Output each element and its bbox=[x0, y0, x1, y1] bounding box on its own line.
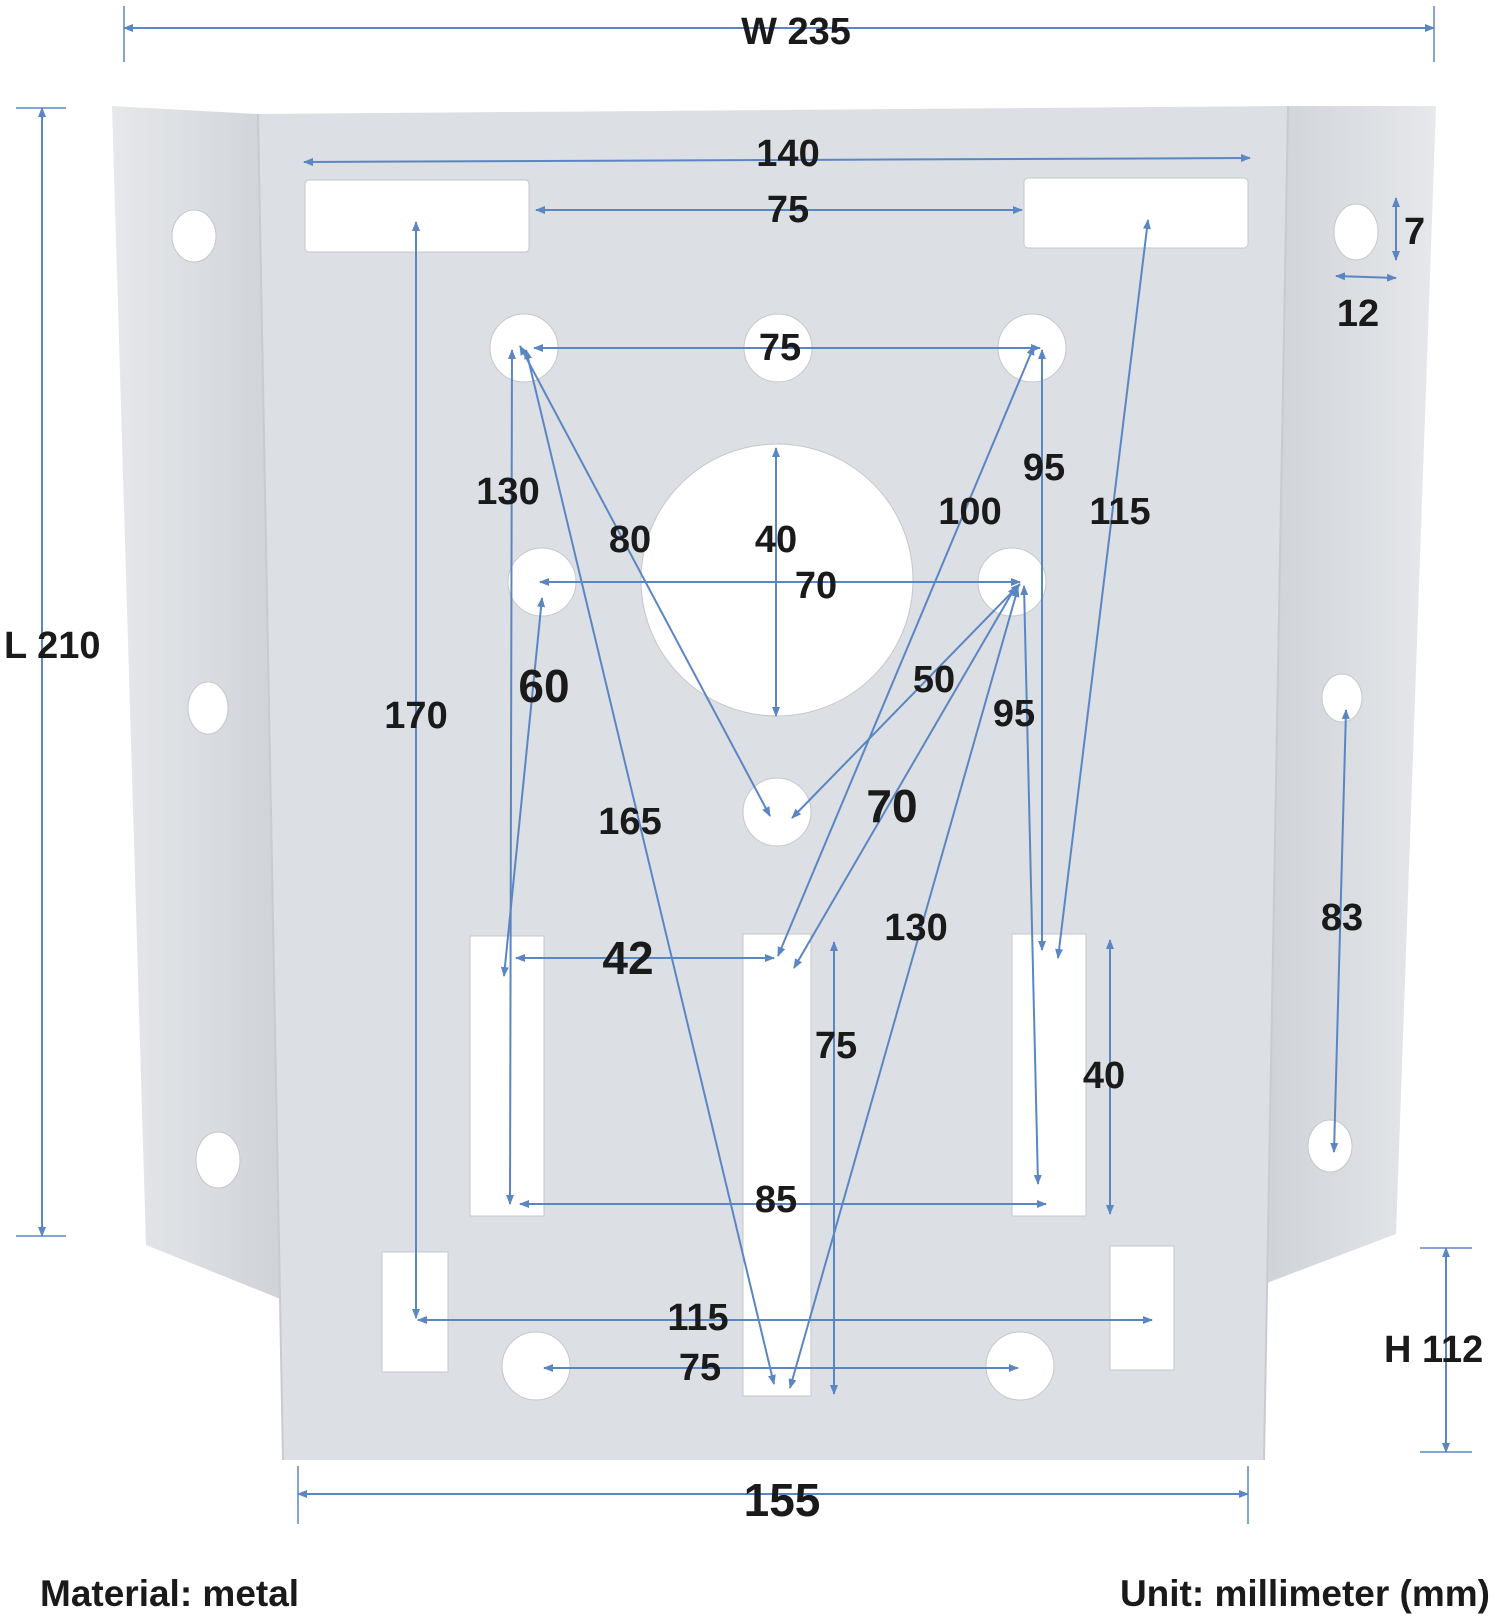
dim-bottom-hole-spacing: 75 bbox=[679, 1347, 721, 1389]
flange-hole bbox=[1333, 203, 1379, 261]
dimension-labels: W 235 L 210 H 112 140 75 7 12 75 130 80 … bbox=[4, 11, 1483, 1526]
dim-left-long: 170 bbox=[384, 695, 447, 737]
flange-hole bbox=[1307, 1119, 1353, 1173]
dim-length-total: L 210 bbox=[4, 625, 100, 667]
dim-top-slot-span: 140 bbox=[756, 133, 819, 175]
dim-slot-spacing-42: 42 bbox=[602, 932, 653, 984]
dimension-lines bbox=[16, 6, 1472, 1524]
dim-top-hole-spacing: 75 bbox=[759, 327, 801, 369]
mount-hole bbox=[985, 1331, 1055, 1401]
flange-hole bbox=[195, 1131, 241, 1189]
unit-note: Unit: millimeter (mm) bbox=[1119, 1573, 1490, 1614]
material-note: Material: metal bbox=[40, 1573, 300, 1614]
dim-width-total: W 235 bbox=[741, 11, 851, 53]
dim-slot-outer-span: 85 bbox=[755, 1179, 797, 1221]
dim-small-hole-width: 12 bbox=[1337, 293, 1379, 335]
dim-bottom-width: 155 bbox=[744, 1474, 821, 1526]
dim-slot-to-bottom-left: 130 bbox=[476, 471, 539, 513]
flange-hole bbox=[1321, 673, 1363, 723]
dim-mid-right-to-slot: 70 bbox=[866, 780, 917, 832]
left-slot bbox=[469, 935, 545, 1217]
dim-left-diag: 80 bbox=[609, 519, 651, 561]
dim-center-hole: 40 bbox=[755, 519, 797, 561]
dim-bottom-span: 115 bbox=[667, 1297, 728, 1339]
dim-small-hole-height: 7 bbox=[1404, 211, 1425, 253]
dim-center-to-mid-right: 50 bbox=[913, 659, 955, 701]
dim-right-vertical-lower: 95 bbox=[993, 693, 1035, 735]
dim-mid-left-vertical: 60 bbox=[518, 660, 569, 712]
dim-side-hole-spacing: 83 bbox=[1321, 897, 1363, 939]
right-slot bbox=[1011, 933, 1087, 1217]
dim-center-slot-length: 75 bbox=[815, 1025, 857, 1067]
dim-right-long-diag: 115 bbox=[1089, 491, 1150, 533]
dim-right-vertical-upper: 95 bbox=[1023, 447, 1065, 489]
dim-height: H 112 bbox=[1384, 1329, 1483, 1371]
flange-hole bbox=[187, 681, 229, 735]
dim-right-slot-length: 40 bbox=[1083, 1055, 1125, 1097]
dim-right-diag-130: 130 bbox=[884, 907, 947, 949]
mount-hole bbox=[742, 777, 812, 847]
dim-right-diag: 100 bbox=[938, 491, 1001, 533]
dim-mid-hole-spacing: 70 bbox=[795, 565, 837, 607]
mount-hole bbox=[501, 1331, 571, 1401]
dim-long-diag-165: 165 bbox=[598, 801, 661, 843]
dim-top-slot-gap: 75 bbox=[767, 189, 809, 231]
flange-hole bbox=[171, 209, 217, 263]
bottom-right-slot bbox=[1109, 1245, 1175, 1371]
top-right-slot bbox=[1023, 177, 1249, 249]
center-slot bbox=[742, 933, 812, 1397]
